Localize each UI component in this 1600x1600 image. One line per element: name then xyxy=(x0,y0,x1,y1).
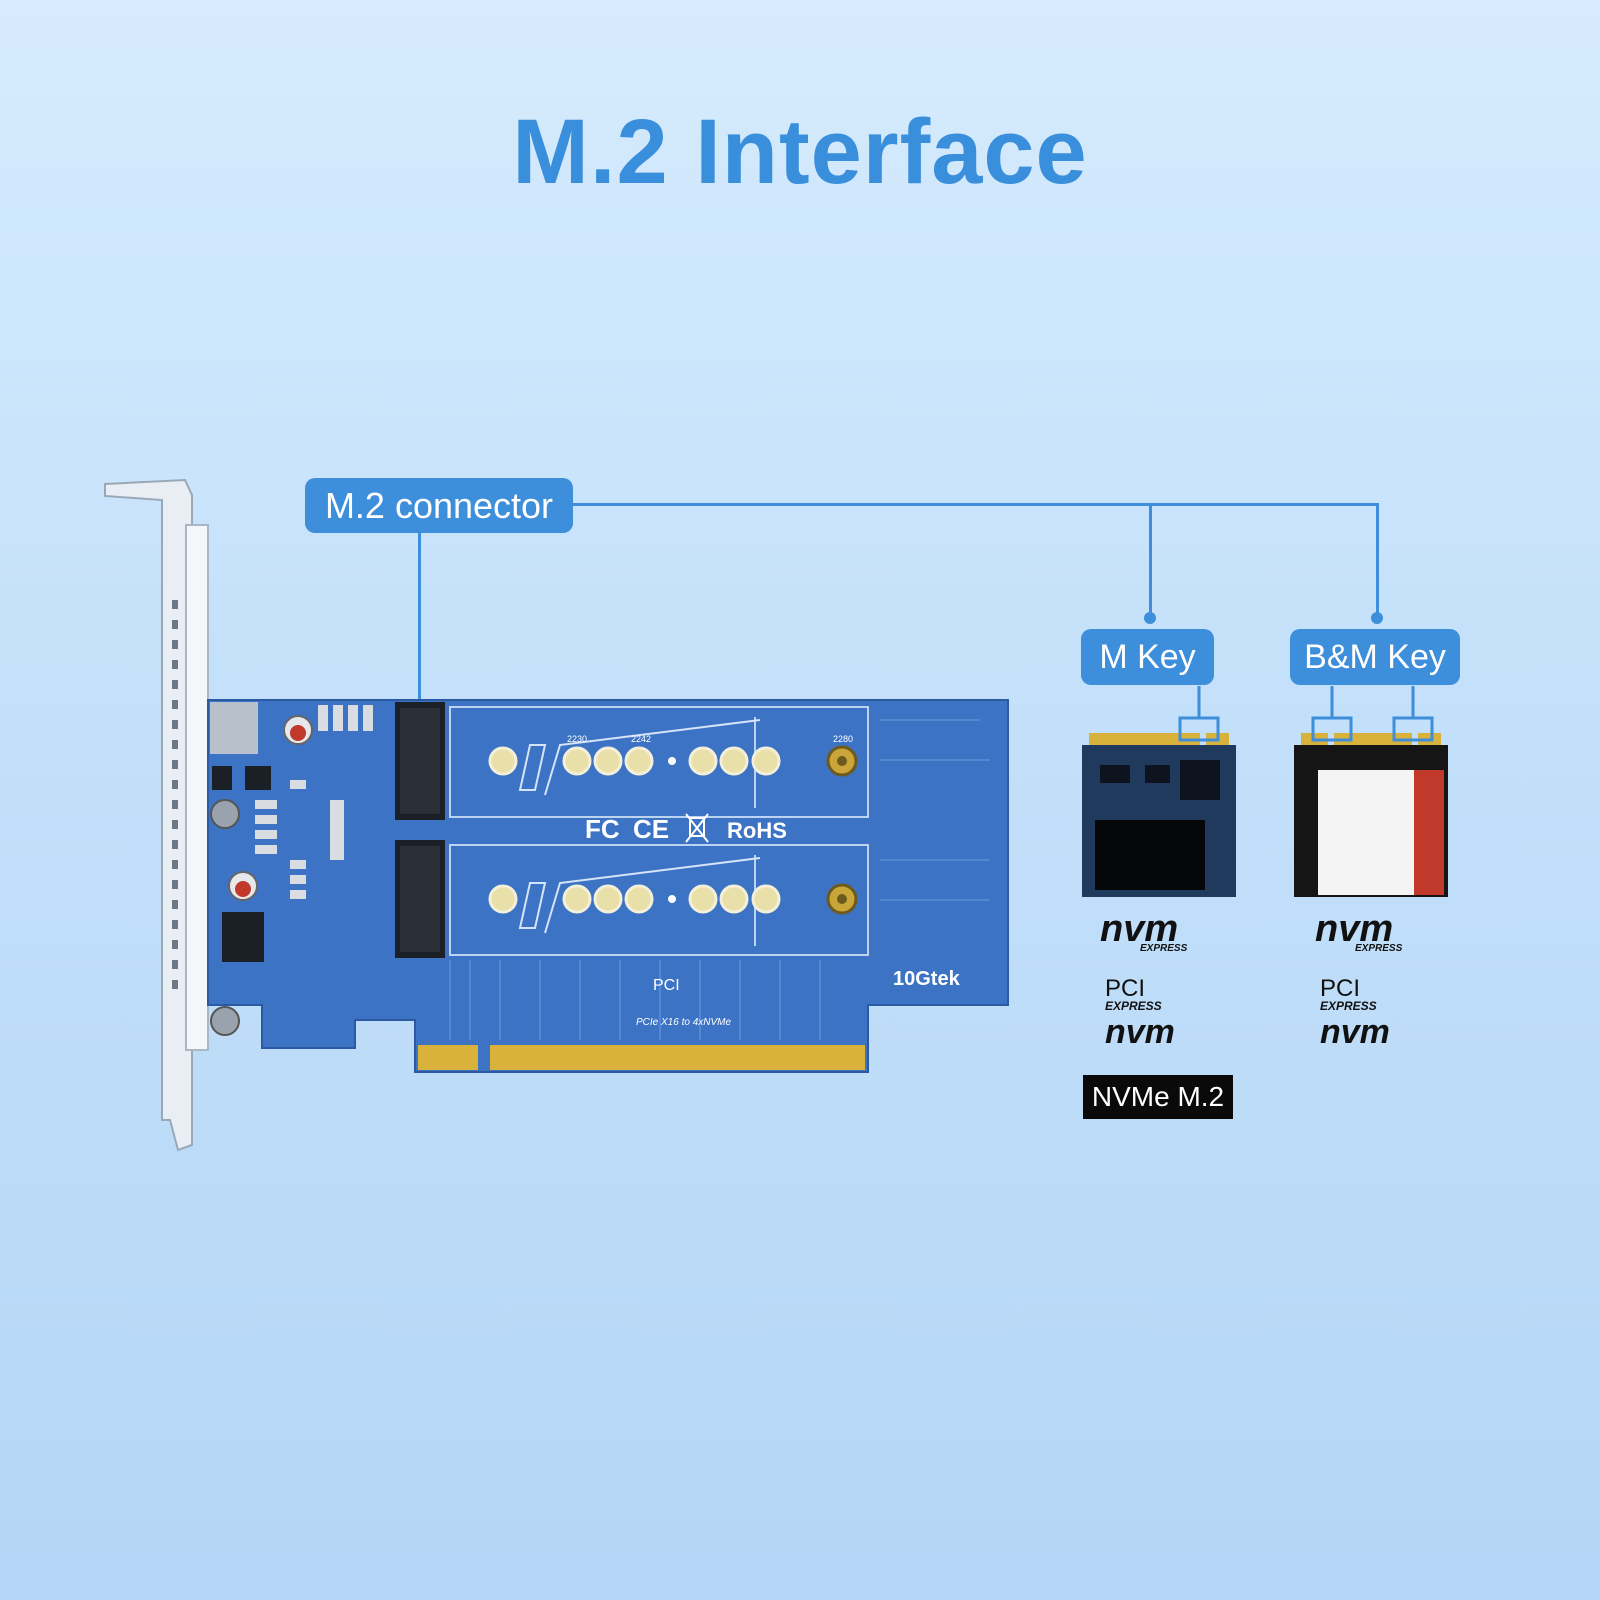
rohs-mark: RoHS xyxy=(727,818,787,843)
nvme-m2-badge: NVMe M.2 xyxy=(1083,1075,1233,1119)
weee-bin-icon xyxy=(685,813,709,843)
m2-slot-2 xyxy=(395,840,869,958)
pci-bracket xyxy=(104,478,209,1152)
fc-mark: FC xyxy=(585,814,620,844)
card-model-text: PCIe X16 to 4xNVMe xyxy=(636,1017,731,1028)
m2-slot-1: 2230 2242 2280 xyxy=(395,702,869,820)
bm-key-label: B&M Key xyxy=(1290,629,1460,685)
nvm-express-logo-m: nvm EXPRESS xyxy=(1100,908,1188,954)
callout-line-mkey xyxy=(1149,503,1152,618)
brand-logo: 10Gtek xyxy=(893,968,961,990)
size-2242-label: 2242 xyxy=(631,734,651,744)
size-2280-label: 2280 xyxy=(833,734,853,744)
m2-connector-label: M.2 connector xyxy=(305,478,573,533)
pcie-logo-board: PCI xyxy=(653,977,680,994)
callout-dot-bmkey xyxy=(1371,612,1383,624)
size-2230-label: 2230 xyxy=(567,734,587,744)
ssd-m-key xyxy=(1082,686,1236,897)
callout-line-horizontal xyxy=(573,503,1379,506)
pcie-nvm-logo-bm: PCI EXPRESS nvm xyxy=(1320,975,1390,1051)
ssd-bm-key xyxy=(1294,686,1448,897)
pcie-nvm-logo-m: PCI EXPRESS nvm xyxy=(1105,975,1175,1051)
callout-line-bmkey xyxy=(1376,503,1379,618)
callout-dot-mkey xyxy=(1144,612,1156,624)
nvm-express-logo-bm: nvm EXPRESS xyxy=(1315,908,1403,954)
ce-mark: CE xyxy=(633,814,669,844)
m-key-label: M Key xyxy=(1081,629,1214,685)
page-title: M.2 Interface xyxy=(512,101,1088,203)
callout-line-connector xyxy=(418,533,421,733)
